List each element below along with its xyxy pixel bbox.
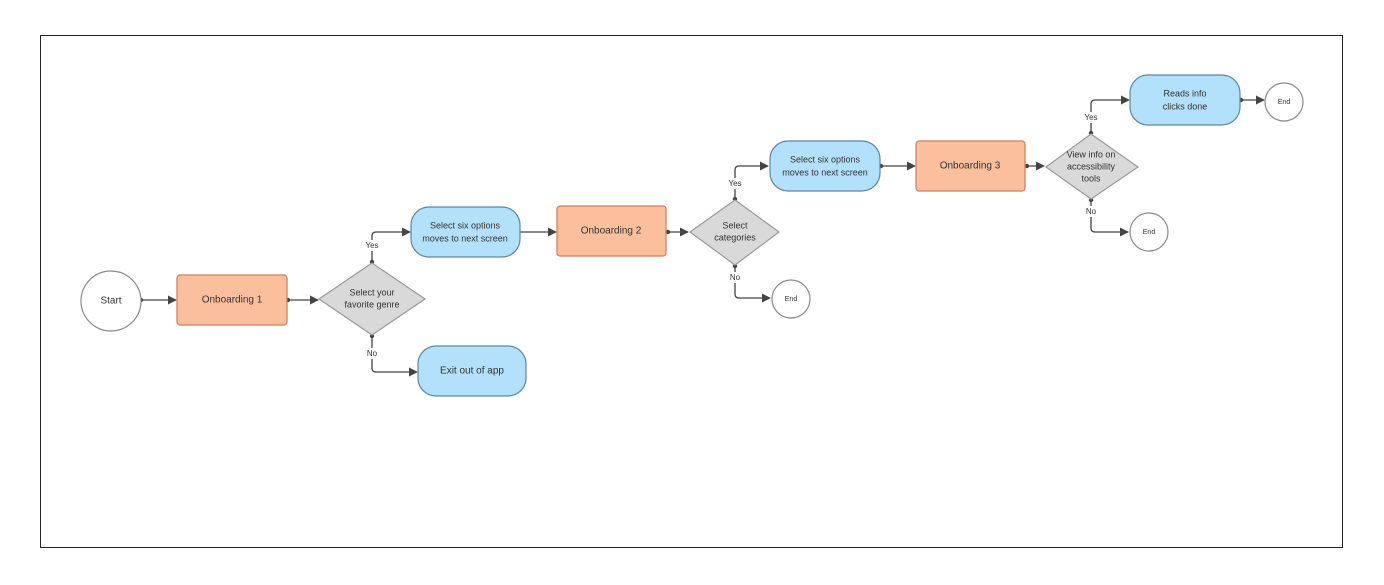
exit-app-node: Exit out of app <box>417 345 527 397</box>
svg-text:Exit out of app: Exit out of app <box>440 366 504 377</box>
svg-text:Select: Select <box>722 220 748 230</box>
svg-text:tools: tools <box>1081 173 1101 183</box>
svg-text:favorite genre: favorite genre <box>344 299 399 309</box>
accessibility-decision-node: View info on accessibility tools <box>1044 133 1140 200</box>
svg-text:Select six options: Select six options <box>790 154 861 164</box>
start-node: Start <box>80 270 142 332</box>
edge-genre-no <box>371 336 418 377</box>
reads-info-node: Reads info clicks done <box>1129 74 1241 126</box>
edge-label-no-genre: No <box>367 349 378 358</box>
edge-accessibility-yes <box>1090 95 1130 133</box>
edge-categories-no <box>734 266 771 303</box>
select-six-options-node-1: Select six options moves to next screen <box>410 206 521 258</box>
end-node-3: End <box>1129 212 1169 252</box>
select-six-options-node-2: Select six options moves to next screen <box>769 140 881 192</box>
svg-text:moves to next screen: moves to next screen <box>422 233 508 243</box>
svg-text:Onboarding 1: Onboarding 1 <box>202 295 263 306</box>
onboarding-1-node: Onboarding 1 <box>176 274 288 326</box>
svg-text:Onboarding 2: Onboarding 2 <box>581 226 642 237</box>
edge-categories-yes <box>734 161 769 199</box>
svg-text:moves to next screen: moves to next screen <box>782 167 868 177</box>
svg-text:Onboarding 3: Onboarding 3 <box>940 161 1001 172</box>
edge-label-yes-accessibility: Yes <box>1084 113 1097 122</box>
edge-label-yes-genre: Yes <box>365 241 378 250</box>
svg-text:Select your: Select your <box>349 287 394 297</box>
edge-accessibility-no <box>1090 200 1129 237</box>
svg-text:Start: Start <box>100 296 121 307</box>
svg-text:View info on: View info on <box>1067 149 1116 159</box>
svg-text:End: End <box>1143 229 1156 236</box>
genre-decision-node: Select your favorite genre <box>317 262 427 336</box>
svg-text:accessibility: accessibility <box>1067 161 1116 171</box>
edge-label-no-categories: No <box>730 273 741 282</box>
svg-text:End: End <box>1278 99 1291 106</box>
edge-label-yes-categories: Yes <box>728 179 741 188</box>
svg-text:Select six options: Select six options <box>430 220 501 230</box>
edge-label-no-accessibility: No <box>1086 207 1097 216</box>
svg-text:End: End <box>785 296 798 303</box>
edge-genre-yes <box>371 227 411 262</box>
end-node-1: End <box>771 279 811 319</box>
categories-decision-node: Select categories <box>688 199 781 266</box>
end-node-2: End <box>1264 82 1304 122</box>
onboarding-3-node: Onboarding 3 <box>915 140 1026 192</box>
onboarding-2-node: Onboarding 2 <box>556 205 667 257</box>
svg-text:Reads info: Reads info <box>1163 88 1206 98</box>
svg-text:clicks done: clicks done <box>1163 101 1208 111</box>
svg-text:categories: categories <box>714 232 756 242</box>
